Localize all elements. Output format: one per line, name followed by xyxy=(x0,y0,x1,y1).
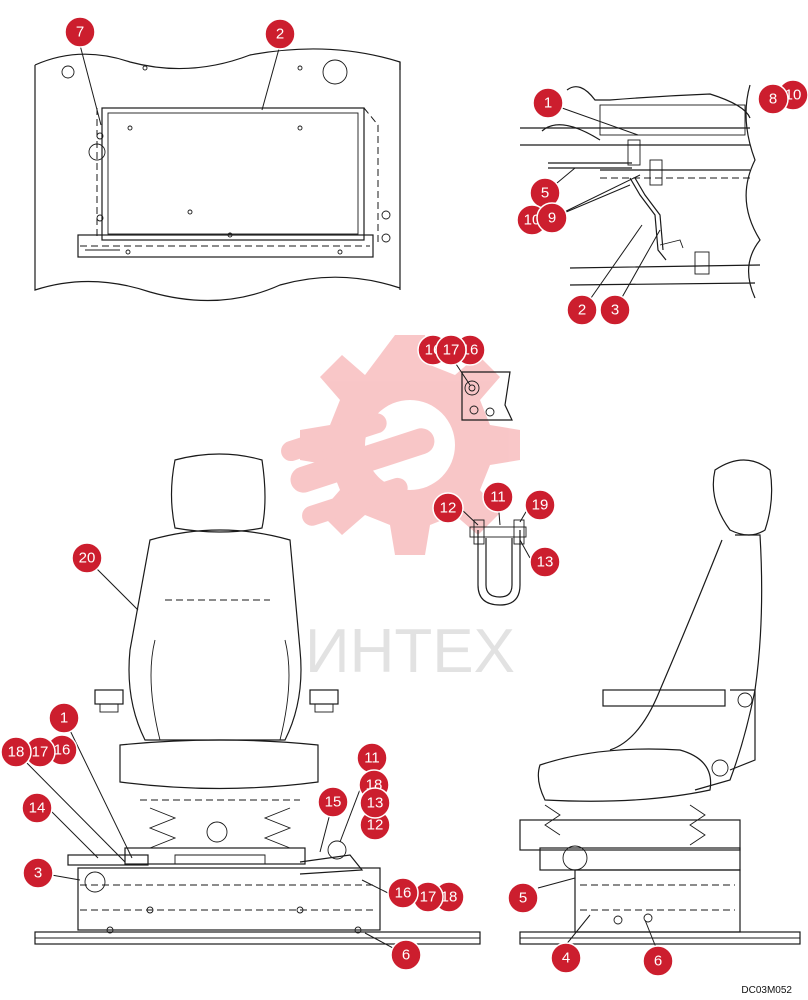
callout-label: 12 xyxy=(440,500,457,517)
callout-16: 16 xyxy=(387,877,419,909)
callout-3: 3 xyxy=(22,857,54,889)
callout-14: 14 xyxy=(21,792,53,824)
callout-label: 18 xyxy=(8,744,25,761)
callout-label: 11 xyxy=(490,489,506,506)
callout-20: 20 xyxy=(71,542,103,574)
callout-label: 16 xyxy=(54,742,71,759)
callout-label: 2 xyxy=(276,26,284,43)
callout-17: 17 xyxy=(435,334,467,366)
front-view xyxy=(15,453,481,956)
callout-1: 1 xyxy=(532,87,564,119)
callout-6: 6 xyxy=(390,939,422,971)
callout-label: 10 xyxy=(785,87,802,104)
callout-19: 19 xyxy=(524,489,556,521)
callout-15: 15 xyxy=(317,786,349,818)
callout-label: 20 xyxy=(79,550,96,567)
top-left-view xyxy=(34,44,401,302)
callout-5: 5 xyxy=(507,882,539,914)
callout-label: 6 xyxy=(402,947,410,964)
callout-label: 17 xyxy=(443,342,460,359)
callout-2: 2 xyxy=(566,294,598,326)
callout-11: 11 xyxy=(356,742,388,774)
callout-label: 13 xyxy=(367,795,384,812)
callout-18: 18 xyxy=(0,736,32,768)
watermark-text: ИНТЕХ xyxy=(305,617,515,686)
callout-12: 12 xyxy=(432,492,464,524)
callout-label: 5 xyxy=(541,185,549,202)
callout-label: 17 xyxy=(32,744,49,761)
callout-label: 2 xyxy=(578,302,586,319)
callout-label: 18 xyxy=(441,889,458,906)
callout-label: 10 xyxy=(524,212,541,229)
callout-7: 7 xyxy=(64,16,96,48)
callout-13: 13 xyxy=(359,787,391,819)
drawing-code-label: DC03M052 xyxy=(741,985,792,996)
callout-label: 14 xyxy=(29,800,46,817)
callout-label: 4 xyxy=(562,950,570,967)
callout-label: 11 xyxy=(364,750,380,767)
top-right-view xyxy=(520,84,761,309)
callout-label: 5 xyxy=(519,890,527,907)
callout-label: 15 xyxy=(325,794,342,811)
callout-4: 4 xyxy=(550,942,582,974)
callout-label: 7 xyxy=(76,24,84,41)
callout-label: 1 xyxy=(544,95,552,112)
callout-label: 9 xyxy=(548,210,556,227)
callout-9: 9 xyxy=(536,202,568,234)
callout-6: 6 xyxy=(642,945,674,977)
callout-label: 3 xyxy=(34,865,42,882)
watermark-logo: ИНТЕХ xyxy=(281,335,520,686)
callout-11: 11 xyxy=(482,481,514,513)
callout-17: 17 xyxy=(24,736,56,768)
callout-label: 17 xyxy=(420,889,437,906)
callout-label: 13 xyxy=(537,554,554,571)
callout-13: 13 xyxy=(529,546,561,578)
callout-label: 1 xyxy=(60,710,68,727)
callout-2: 2 xyxy=(264,18,296,50)
callout-8: 8 xyxy=(757,83,789,115)
callout-1: 1 xyxy=(48,702,80,734)
callout-3: 3 xyxy=(599,294,631,326)
side-view xyxy=(519,459,801,951)
callout-label: 3 xyxy=(611,302,619,319)
callout-17: 17 xyxy=(412,881,444,913)
callout-label: 16 xyxy=(395,885,412,902)
callout-label: 8 xyxy=(769,91,777,108)
callout-label: 12 xyxy=(367,817,384,834)
callout-label: 19 xyxy=(532,497,549,514)
callout-label: 6 xyxy=(654,953,662,970)
callout-group: 7 2 1 10 8 5 10 9 2 3 16 16 17 12 11 19 … xyxy=(0,16,808,977)
